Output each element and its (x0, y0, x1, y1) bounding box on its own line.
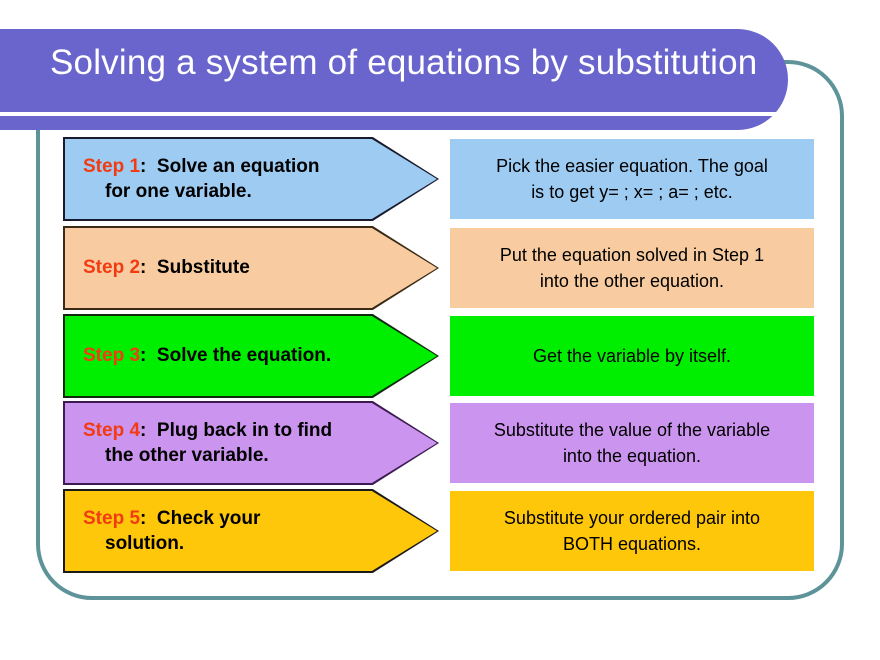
step-description-text-1: Pick the easier equation. The goal is to… (496, 153, 768, 205)
step-description-3[interactable]: Get the variable by itself. (450, 316, 814, 396)
step-desc-line2-2: into the other equation. (539, 271, 725, 291)
step-arrow-label-3: Step 3: Solve the equation. (65, 343, 401, 368)
step-arrow-label-2: Step 2: Substitute (65, 255, 320, 280)
step-desc-line1-5: Substitute your ordered pair into (503, 507, 761, 528)
step-arrow-3[interactable]: Step 3: Solve the equation. (65, 316, 437, 396)
step-separator-3: : (140, 345, 147, 367)
step-description-5[interactable]: Substitute your ordered pair into BOTH e… (450, 491, 814, 571)
step-arrow-label-1: Step 1: Solve an equation for one variab… (65, 154, 390, 204)
step-desc-line1-2: Put the equation solved in Step 1 (499, 244, 765, 265)
step-description-2[interactable]: Put the equation solved in Step 1 into t… (450, 228, 814, 308)
step-description-text-4: Substitute the value of the variable int… (494, 417, 770, 469)
step-number-4: Step 4 (83, 419, 141, 441)
step-arrow-2[interactable]: Step 2: Substitute (65, 228, 437, 308)
step-arrow-4[interactable]: Step 4: Plug back in to find the other v… (65, 403, 437, 483)
step-number-5: Step 5 (83, 507, 141, 529)
step-separator-4: : (140, 419, 147, 441)
step-number-1: Step 1 (83, 155, 141, 177)
page-title: Solving a system of equations by substit… (50, 43, 758, 82)
step-separator-2: : (140, 257, 147, 279)
step-desc-line1-1: Pick the easier equation. The goal (496, 155, 768, 176)
step-desc-line2-5: BOTH equations. (562, 534, 702, 554)
step-description-4[interactable]: Substitute the value of the variable int… (450, 403, 814, 483)
step-number-2: Step 2 (83, 257, 141, 279)
step-arrow-1[interactable]: Step 1: Solve an equation for one variab… (65, 139, 437, 219)
step-action-line2-5: solution. (105, 533, 185, 554)
step-action-line1-4: Plug back in to find (156, 419, 333, 441)
step-action-line1-5: Check your (156, 507, 261, 529)
step-action-line2-1: for one variable. (105, 181, 252, 202)
step-action-line1-3: Solve the equation. (156, 345, 332, 367)
step-description-text-5: Substitute your ordered pair into BOTH e… (504, 505, 760, 557)
step-arrow-label-4: Step 4: Plug back in to find the other v… (65, 418, 402, 468)
step-arrow-5[interactable]: Step 5: Check your solution. (65, 491, 437, 571)
title-underline-rule (0, 112, 782, 116)
step-number-3: Step 3 (83, 345, 141, 367)
step-desc-line2-4: into the equation. (562, 446, 702, 466)
frame-top-mask (0, 0, 880, 30)
step-desc-line2-1: is to get y= ; x= ; a= ; etc. (531, 182, 733, 202)
step-arrow-label-5: Step 5: Check your solution. (65, 506, 330, 556)
step-description-text-2: Put the equation solved in Step 1 into t… (500, 242, 764, 294)
step-action-line1-1: Solve an equation (156, 155, 320, 177)
step-desc-line1-3: Get the variable by itself. (532, 345, 732, 366)
step-action-line2-4: the other variable. (105, 445, 269, 466)
step-separator-5: : (140, 507, 147, 529)
step-action-line1-2: Substitute (156, 257, 250, 279)
step-separator-1: : (140, 155, 147, 177)
step-description-1[interactable]: Pick the easier equation. The goal is to… (450, 139, 814, 219)
step-desc-line1-4: Substitute the value of the variable (493, 419, 771, 440)
step-description-text-3: Get the variable by itself. (533, 343, 731, 369)
